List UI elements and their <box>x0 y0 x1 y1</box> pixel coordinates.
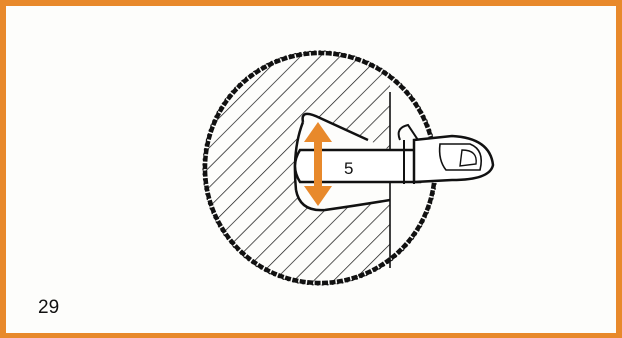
double-arrow-vertical-icon <box>304 122 332 206</box>
callout-label: 5 <box>344 159 353 178</box>
figure-number: 29 <box>38 297 60 318</box>
chainsaw-icon <box>293 123 495 184</box>
plunge-pocket-outline <box>294 112 391 212</box>
